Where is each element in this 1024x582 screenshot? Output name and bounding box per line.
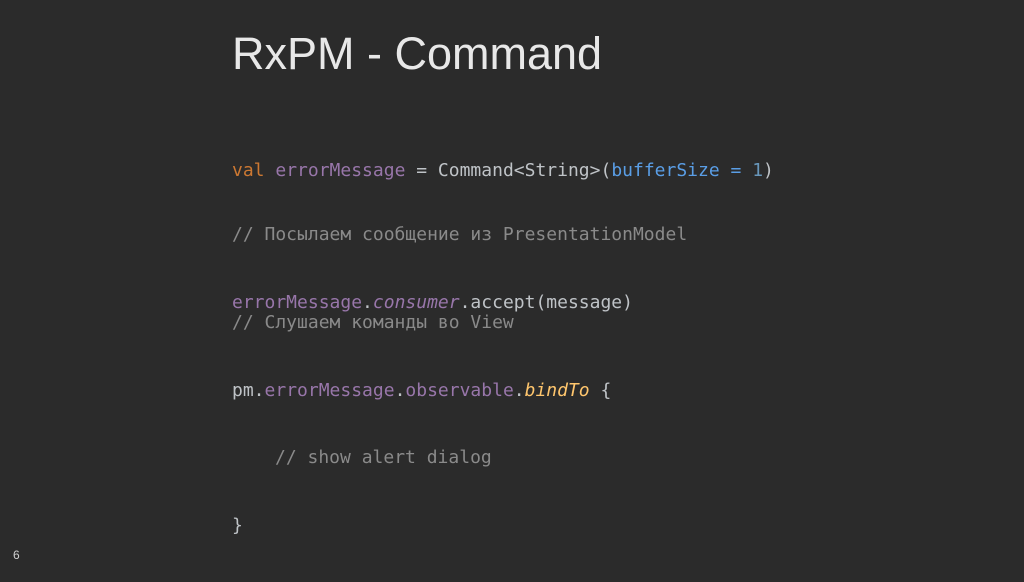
- identifier-error-message: errorMessage: [264, 379, 395, 401]
- code-comment-alert: // show alert dialog: [232, 447, 611, 470]
- code-close-paren: ): [763, 160, 774, 181]
- identifier-observable: observable: [405, 379, 514, 401]
- code-accept-call: .accept(message): [459, 291, 633, 313]
- comment-text: // show alert dialog: [275, 447, 492, 468]
- code-block-send: // Посылаем сообщение из PresentationMod…: [232, 179, 687, 359]
- comment-text: // Посылаем сообщение из PresentationMod…: [232, 224, 688, 245]
- code-dot: .: [513, 379, 525, 401]
- code-dot: .: [362, 291, 373, 313]
- code-comment-listen: // Слушаем команды во View: [232, 312, 611, 335]
- page-number: 6: [13, 548, 20, 562]
- identifier-consumer: consumer: [372, 291, 460, 313]
- code-line-close-brace: }: [232, 515, 611, 538]
- code-line-bind: pm.errorMessage.observable.bindTo {: [232, 380, 611, 403]
- code-dot: .: [394, 379, 406, 401]
- code-comment-send: // Посылаем сообщение из PresentationMod…: [232, 224, 687, 247]
- code-line-declaration: val errorMessage = Command<String>(buffe…: [232, 160, 774, 183]
- code-line-accept: errorMessage.consumer.accept(message): [232, 292, 687, 315]
- slide-title: RxPM - Command: [232, 28, 603, 79]
- identifier-pm: pm.: [232, 379, 265, 401]
- code-assignment: = Command<String>(: [405, 160, 612, 181]
- code-block-listen: // Слушаем команды во View pm.errorMessa…: [232, 267, 611, 582]
- identifier-error-message: errorMessage: [275, 160, 406, 181]
- named-parameter: bufferSize =: [611, 160, 753, 181]
- keyword-val: val: [232, 160, 265, 181]
- comment-text: // Слушаем команды во View: [232, 312, 514, 333]
- function-bind-to: bindTo: [524, 379, 590, 401]
- identifier-error-message: errorMessage: [232, 291, 363, 313]
- number-literal: 1: [752, 160, 764, 181]
- code-block-declaration: val errorMessage = Command<String>(buffe…: [232, 115, 774, 228]
- code-close-brace: }: [232, 514, 243, 536]
- code-open-brace: {: [589, 379, 612, 401]
